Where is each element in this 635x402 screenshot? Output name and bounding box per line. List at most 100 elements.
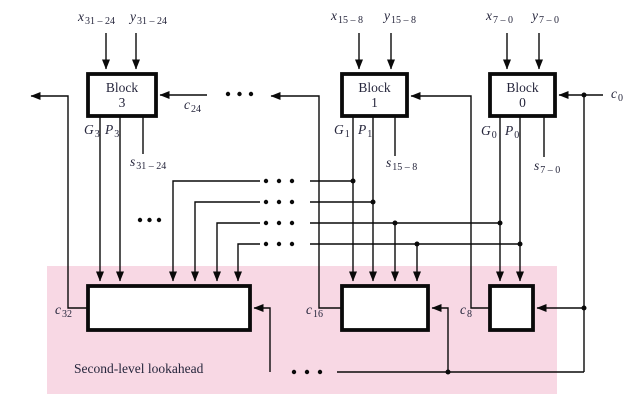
ellipsis-dot xyxy=(304,369,310,375)
lookahead-c8-box xyxy=(488,284,535,332)
ellipsis-dot xyxy=(289,178,295,184)
label-g0: G0 xyxy=(481,124,497,141)
ellipsis-dot xyxy=(317,369,323,375)
ellipsis-dot xyxy=(276,178,282,184)
label-s15-8-sub: 15 – 8 xyxy=(392,162,418,173)
label-x7-0: x7 – 0 xyxy=(486,9,513,26)
lookahead-c16-box xyxy=(340,284,430,332)
block-1-label: Block 1 xyxy=(342,74,407,116)
junction-dot xyxy=(581,92,587,98)
label-p3-base: P xyxy=(105,122,114,137)
label-g3-base: G xyxy=(84,122,94,137)
label-p3-sub: 3 xyxy=(114,129,120,140)
label-x15-8: x15 – 8 xyxy=(331,9,363,26)
block-0-box xyxy=(488,72,557,118)
label-c0-sub: 0 xyxy=(618,93,623,104)
label-y15-8-sub: 15 – 8 xyxy=(391,15,416,26)
label-s15-8: s15 – 8 xyxy=(386,156,417,173)
block-3-label: Block 3 xyxy=(88,74,156,116)
block-1-number: 1 xyxy=(371,95,378,110)
label-g1: G1 xyxy=(334,123,350,140)
label-x15-8-base: x xyxy=(331,8,337,23)
junction-dot xyxy=(581,305,587,311)
ellipsis-dot xyxy=(147,217,152,223)
ellipsis-dot xyxy=(289,220,295,226)
block-3-box xyxy=(86,72,158,118)
label-c0-base: c xyxy=(611,86,617,101)
ellipsis-dot xyxy=(237,91,242,97)
wire-c32-output xyxy=(30,92,88,309)
junction-dot xyxy=(414,241,420,247)
junction-dot xyxy=(392,220,398,226)
ellipsis-dot xyxy=(225,91,231,97)
block-0-label: Block 0 xyxy=(490,74,555,116)
ellipsis-dot xyxy=(276,220,282,226)
ellipsis-dot xyxy=(276,241,282,247)
label-y31-24-base: y xyxy=(130,9,136,24)
label-s7-0-sub: 7 – 0 xyxy=(540,165,561,176)
lookahead-c32-box xyxy=(86,284,252,332)
label-s7-0-base: s xyxy=(534,158,540,173)
label-c16: c16 xyxy=(306,303,323,320)
label-p1-sub: 1 xyxy=(367,129,373,140)
label-c32-sub: 32 xyxy=(62,309,72,320)
block-1-word: Block xyxy=(358,79,391,95)
c0-distribution-wires xyxy=(253,95,585,373)
block-3-number: 3 xyxy=(118,95,126,110)
label-p1-base: P xyxy=(358,122,367,137)
block-3-word: Block xyxy=(105,79,139,95)
wire-bus-g0-left xyxy=(213,222,260,282)
label-g1-base: G xyxy=(334,122,344,137)
block-1-box xyxy=(340,72,409,118)
label-p0-base: P xyxy=(505,123,514,138)
block-0-word: Block xyxy=(506,79,539,95)
label-x31-24-sub: 31 – 24 xyxy=(85,16,115,27)
label-p1: P1 xyxy=(358,123,372,140)
label-g1-sub: 1 xyxy=(344,129,350,140)
label-y7-0: y7 – 0 xyxy=(532,9,559,26)
label-c24: c24 xyxy=(184,98,201,115)
label-s15-8-base: s xyxy=(386,155,392,170)
label-c8-base: c xyxy=(460,302,466,317)
gp-bus-wires xyxy=(169,180,520,282)
junction-dots xyxy=(350,92,587,375)
label-y7-0-sub: 7 – 0 xyxy=(539,15,559,26)
junction-dot xyxy=(350,178,356,184)
label-x15-8-sub: 15 – 8 xyxy=(338,15,363,26)
junction-dot xyxy=(497,220,503,226)
wire-c0-into-c16box xyxy=(431,304,449,372)
label-c0: c0 xyxy=(611,87,623,104)
label-p0: P0 xyxy=(505,124,519,141)
ellipsis-dot xyxy=(289,199,295,205)
wire-bus-p1-left xyxy=(191,201,260,282)
ellipsis-dots xyxy=(137,91,323,375)
ellipsis-dot xyxy=(263,199,269,205)
ellipsis-dot xyxy=(263,178,269,184)
operand-input-wires xyxy=(102,33,543,70)
second-level-lookahead-label: Second-level lookahead xyxy=(74,361,204,376)
label-s31-24-sub: 31 – 24 xyxy=(136,161,167,172)
ellipsis-dot xyxy=(263,220,269,226)
block-boxes xyxy=(86,72,557,332)
label-c16-base: c xyxy=(306,302,312,317)
label-g0-base: G xyxy=(481,123,491,138)
ellipsis-dot xyxy=(291,369,297,375)
label-y31-24: y31 – 24 xyxy=(130,10,167,27)
block-0-number: 0 xyxy=(519,95,526,110)
label-c24-base: c xyxy=(184,97,190,112)
label-x7-0-base: x xyxy=(486,8,492,23)
junction-dot xyxy=(517,241,523,247)
label-g0-sub: 0 xyxy=(491,130,497,141)
ellipsis-dot xyxy=(289,241,295,247)
label-c8: c8 xyxy=(460,303,472,320)
ellipsis-dot xyxy=(248,91,254,97)
label-s31-24-base: s xyxy=(130,154,136,169)
label-y15-8-base: y xyxy=(384,8,390,23)
wire-bus-p0-left xyxy=(234,243,260,282)
label-x31-24: x31 – 24 xyxy=(78,10,115,27)
label-s7-0: s7 – 0 xyxy=(534,159,560,176)
label-c32-base: c xyxy=(55,302,61,317)
label-c16-sub: 16 xyxy=(313,309,323,320)
ellipsis-dot xyxy=(263,241,269,247)
